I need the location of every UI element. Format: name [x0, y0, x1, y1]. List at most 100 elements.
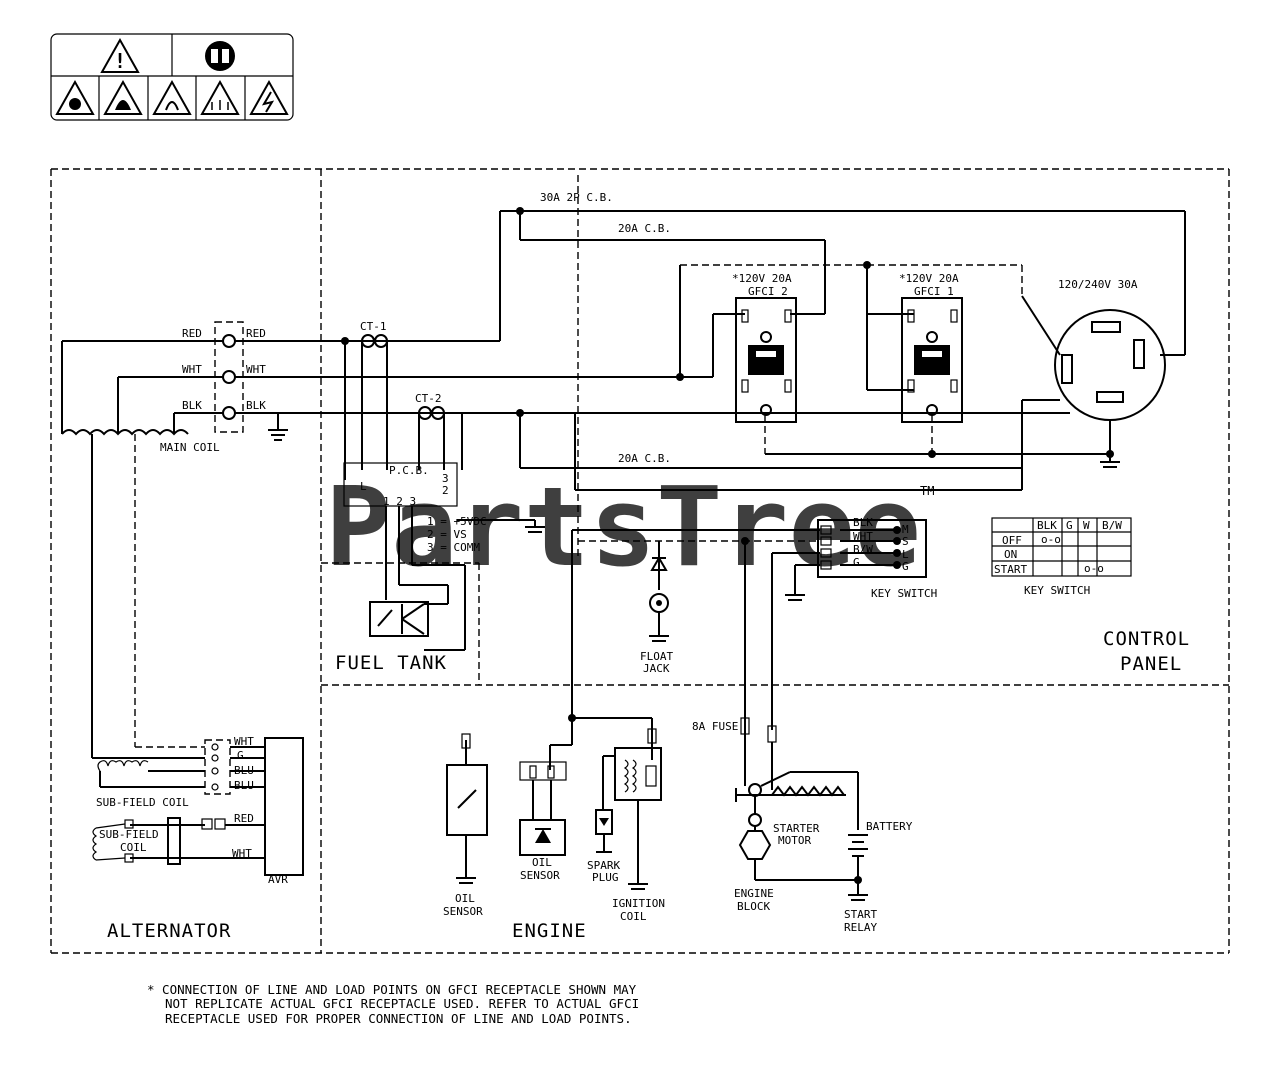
fuel-level-sensor — [369, 506, 466, 651]
oil-sensor-a: OIL SENSOR — [443, 764, 488, 918]
spark-plug: SPARK PLUG — [587, 809, 620, 884]
pin2-label: 2 = VS — [427, 528, 467, 541]
ct2-label: CT-2 — [415, 392, 442, 405]
warning-label: ! — [50, 33, 294, 121]
starter-motor-label-2: MOTOR — [778, 834, 811, 847]
float-jack-label-2: JACK — [643, 662, 670, 675]
pcb-pins-label: 1 2 3 — [383, 495, 416, 508]
red-label-right: RED — [246, 327, 266, 340]
pcb-3-label: 3 — [442, 472, 449, 485]
avr-wht-label: WHT — [234, 735, 254, 748]
ct1-label: CT-1 — [360, 320, 387, 333]
control-panel-label-2: PANEL — [1120, 653, 1182, 675]
pin1-label: 1 = +5VDC — [427, 515, 487, 528]
pcb-ground — [457, 519, 545, 533]
start-relay-label-1: START — [844, 908, 877, 921]
oil-sensor-b-label-1: OIL — [532, 856, 552, 869]
ks-g: G — [853, 556, 860, 569]
engine-block-label-1: ENGINE — [734, 887, 774, 900]
alternator-label: ALTERNATOR — [107, 920, 231, 942]
starter-motor-label-1: STARTER — [773, 822, 820, 835]
oil-sensor-b: OIL SENSOR — [519, 761, 567, 882]
warning-triangle-icon: ! — [100, 37, 140, 73]
pcb-2-label: 2 — [442, 484, 449, 497]
avr-red-label: RED — [234, 812, 254, 825]
kst-row-off: OFF — [1002, 534, 1022, 547]
ks-l: L — [902, 548, 909, 561]
sub-field-coil-a-label: SUB-FIELD COIL — [96, 796, 189, 809]
oil-sensor-a-label-1: OIL — [455, 892, 475, 905]
twist-lock-rating: 120/240V 30A — [1058, 278, 1138, 291]
pcb-board: P.C.B. L 3 2 1 2 3 — [343, 462, 458, 508]
wht-label-left: WHT — [182, 363, 202, 376]
key-switch-table: BLK G W B/W OFF ON START o-o o-o KEY SWI… — [991, 517, 1132, 597]
sub-field-coil-b-label-2: COIL — [120, 841, 147, 854]
float-jack: FLOAT JACK — [640, 541, 673, 675]
spark-plug-label-2: PLUG — [592, 871, 619, 884]
footnote-line-3: RECEPTACLE USED FOR PROPER CONNECTION OF… — [165, 1011, 632, 1026]
cb-20a-bottom-label: 20A C.B. — [618, 452, 671, 465]
kst-h3: W — [1083, 519, 1090, 532]
avr-module: AVR WHT G BLU BLU SUB-FIELD COIL RED — [91, 434, 304, 886]
fire-hazard-icon — [103, 79, 143, 115]
explosion-hazard-icon — [55, 79, 95, 115]
wht-label-right: WHT — [246, 363, 266, 376]
ignition-coil-label-2: COIL — [620, 910, 647, 923]
oil-sensor-a-label-2: SENSOR — [443, 905, 483, 918]
gfci2-rating: *120V 20A — [732, 272, 792, 285]
gfci2-name: GFCI 2 — [748, 285, 788, 298]
kst-h1: BLK — [1037, 519, 1057, 532]
fuse-label: 8A FUSE — [692, 720, 738, 733]
avr-wht2-label: WHT — [232, 847, 252, 860]
gfci1-receptacle: *120V 20A GFCI 1 — [899, 272, 963, 423]
gfci1-name: GFCI 1 — [914, 285, 954, 298]
control-panel-label-1: CONTROL — [1103, 628, 1190, 650]
main-coil-label: MAIN COIL — [160, 441, 220, 454]
watermark: PartsTree — [325, 463, 921, 591]
footnote-line-2: NOT REPLICATE ACTUAL GFCI RECEPTACLE USE… — [165, 996, 639, 1011]
kst-row-on: ON — [1004, 548, 1017, 561]
cb-20a-top-label: 20A C.B. — [618, 222, 671, 235]
avr-blu2-label: BLU — [234, 779, 254, 792]
ground-symbol — [268, 413, 288, 441]
key-switch-table-title: KEY SWITCH — [1024, 584, 1090, 597]
kst-row-start: START — [994, 563, 1027, 576]
ks-m: M — [902, 523, 909, 536]
engine-label: ENGINE — [512, 920, 587, 942]
fuse-and-starter: 8A FUSE STARTER MOTOR ENGINE BLOCK BATTE… — [692, 717, 913, 934]
output-wiring — [235, 175, 1186, 560]
oil-sensor-b-label-2: SENSOR — [520, 869, 560, 882]
avr-g-label: G — [237, 749, 244, 762]
ct1-transformer: CT-1 — [360, 320, 388, 470]
start-relay-label-2: RELAY — [844, 921, 877, 934]
spark-plug-label-1: SPARK — [587, 859, 620, 872]
avr-blu1-label: BLU — [234, 764, 254, 777]
svg-text:!: ! — [114, 49, 126, 73]
electric-shock-icon — [249, 79, 289, 115]
red-label-left: RED — [182, 327, 202, 340]
ks-bw: B/W — [853, 543, 873, 556]
footnote-line-1: * CONNECTION OF LINE AND LOAD POINTS ON … — [147, 982, 637, 997]
avr-label: AVR — [268, 873, 288, 886]
float-jack-label-1: FLOAT — [640, 650, 673, 663]
fire-flame-icon — [152, 79, 192, 115]
kst-start-cell: o-o — [1084, 562, 1104, 575]
ct2-transformer: CT-2 — [415, 392, 445, 470]
ignition-coil-label-1: IGNITION — [612, 897, 665, 910]
key-switch-label: KEY SWITCH — [871, 587, 937, 600]
pcb-l-label: L — [360, 480, 367, 493]
hot-surface-icon — [200, 79, 240, 115]
pin3-label: 3 = COMM — [427, 541, 480, 554]
cb-30a-label: 30A 2P C.B. — [540, 191, 613, 204]
blk-label-left: BLK — [182, 399, 202, 412]
ignition-coil: IGNITION COIL — [602, 728, 665, 923]
twist-lock-receptacle: 120/240V 30A — [1054, 278, 1166, 468]
gfci1-rating: *120V 20A — [899, 272, 959, 285]
fuel-tank-label: FUEL TANK — [335, 652, 447, 674]
ks-wht: WHT — [853, 530, 873, 543]
engine-block-label-2: BLOCK — [737, 900, 770, 913]
manual-book-icon — [205, 41, 235, 71]
pcb-label: P.C.B. — [389, 464, 429, 477]
kst-h4: B/W — [1102, 519, 1122, 532]
